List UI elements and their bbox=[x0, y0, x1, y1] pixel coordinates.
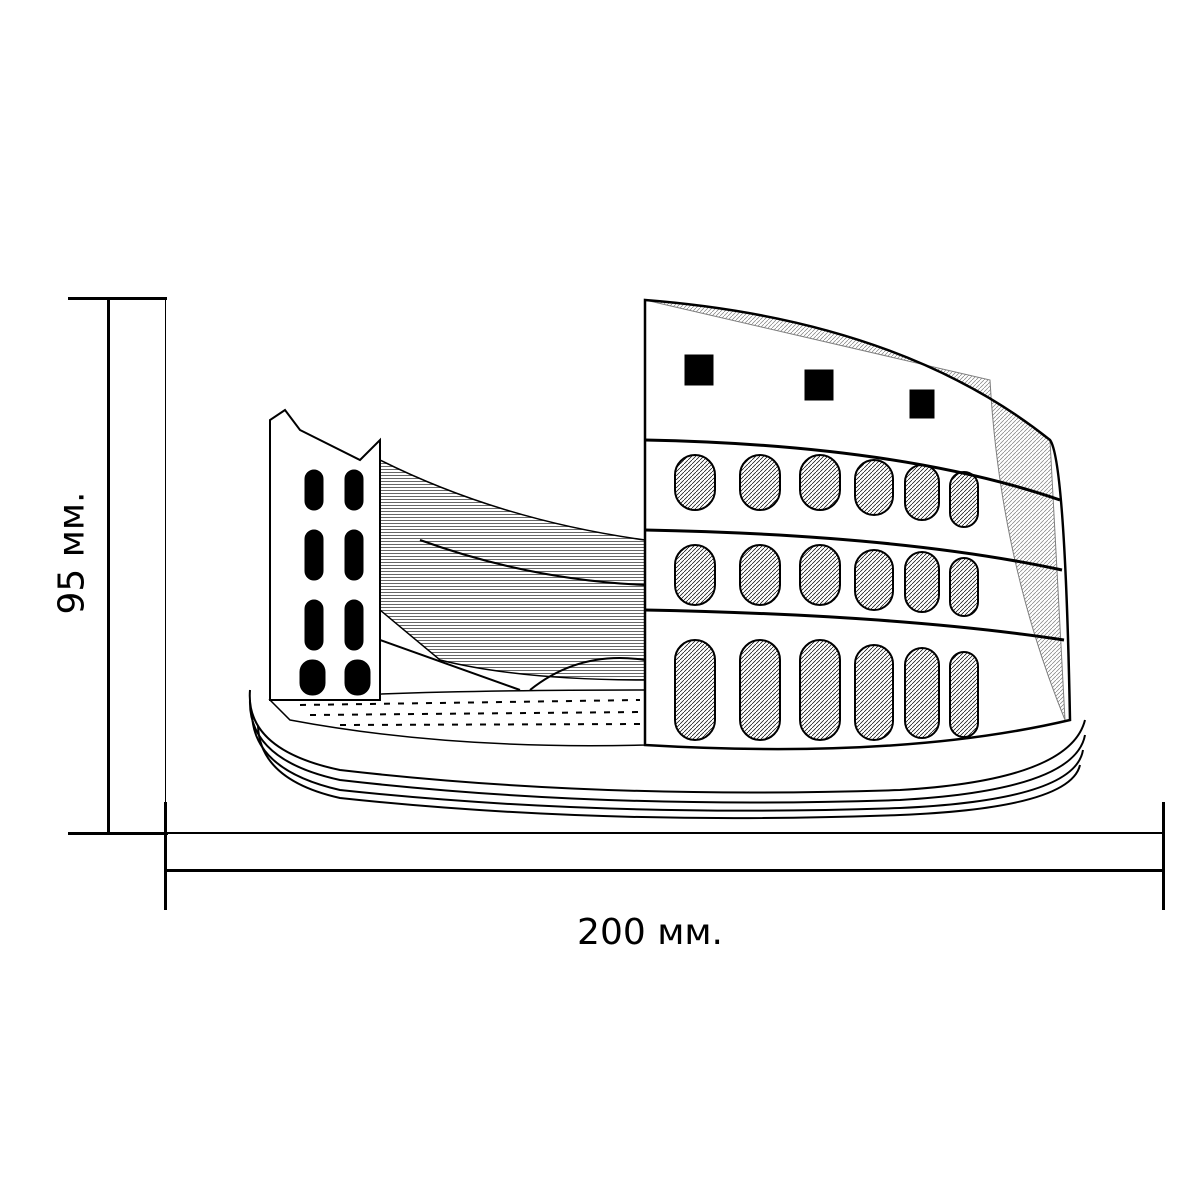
left-extension-line bbox=[165, 297, 166, 802]
width-dimension-line bbox=[165, 869, 1165, 872]
height-dimension-line bbox=[107, 297, 110, 834]
colosseum-cutaway-section bbox=[269, 408, 646, 701]
width-label: 200 мм. bbox=[577, 912, 723, 953]
colosseum-base-steps bbox=[248, 689, 1086, 820]
height-bottom-tick bbox=[68, 832, 168, 835]
right-width-tick bbox=[1162, 802, 1165, 910]
bottom-extension-line bbox=[165, 832, 1165, 834]
height-top-tick bbox=[68, 297, 167, 300]
left-width-tick bbox=[164, 802, 167, 910]
colosseum-outer-wall bbox=[643, 298, 1072, 751]
